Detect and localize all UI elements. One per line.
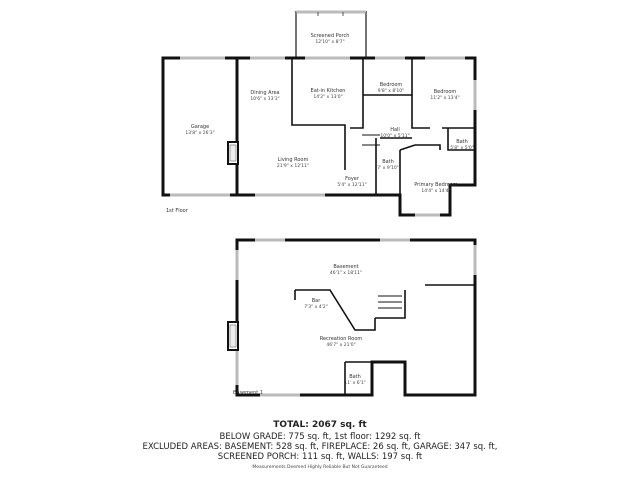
bath-2-dim: 7' x 9'10" (377, 165, 399, 171)
screened-porch-line: SCREENED PORCH: 111 sq. ft, WALLS: 197 s… (217, 452, 423, 462)
bath-3-name: Bath (349, 374, 361, 380)
main-house-walls (235, 56, 477, 217)
total-area: TOTAL: 2067 sq. ft (273, 420, 367, 430)
excluded-areas-line: EXCLUDED AREAS: BASEMENT: 528 sq. ft, FI… (142, 442, 498, 452)
bedroom-2-dim: 11'2" x 13'4" (430, 95, 459, 101)
bedroom-1-dim: 9'8" x 8'10" (378, 88, 404, 94)
living-room-name: Living Room (278, 157, 309, 163)
screened-porch-dim: 12'10" x 8'7" (315, 39, 344, 45)
bath-1-name: Bath (456, 139, 468, 145)
first-floor-label: 1st Floor (166, 208, 189, 214)
foyer-name: Foyer (345, 176, 360, 182)
bedroom-1-name: Bedroom (380, 82, 403, 88)
hall-name: Hall (390, 127, 400, 133)
below-grade-line: BELOW GRADE: 775 sq. ft, 1st floor: 1292… (219, 432, 421, 442)
basement-floor-label: Basement 1 (233, 390, 263, 396)
dining-area-name: Dining Area (250, 90, 279, 96)
hall-dim: 10'0" x 5'11" (380, 133, 409, 139)
recreation-room-name: Recreation Room (320, 336, 363, 342)
screened-porch (295, 10, 367, 58)
garage-dim: 13'8" x 26'3" (185, 130, 214, 136)
bath-1-dim: 5'8" x 5'0" (450, 145, 474, 151)
basement-dim: 46'1" x 18'11" (330, 270, 362, 276)
living-room-dim: 21'9" x 12'11" (277, 163, 309, 169)
bath-2-name: Bath (382, 159, 394, 165)
disclaimer: Measurements Deemed Highly Reliable But … (252, 465, 388, 470)
bar-name: Bar (312, 298, 321, 304)
primary-bedroom-dim: 14'4" x 14'4" (421, 188, 450, 194)
foyer-dim: 5'4" x 12'11" (337, 182, 366, 188)
garage-name: Garage (191, 124, 209, 130)
bar-dim: 7'3" x 4'2" (304, 304, 328, 310)
bedroom-2-name: Bedroom (434, 89, 457, 95)
recreation-room-dim: 46'7" x 21'0" (326, 342, 355, 348)
basement-plan: Basement 46'1" x 18'11" Bar 7'3" x 4'2" … (227, 238, 477, 397)
bath-3-dim: 11' x 6'1" (344, 380, 366, 386)
screened-porch-name: Screened Porch (311, 33, 350, 39)
eat-in-kitchen-name: Eat-in Kitchen (311, 88, 346, 94)
basement-name: Basement (333, 264, 358, 270)
dining-area-dim: 10'6" x 13'3" (250, 96, 279, 102)
first-floor-plan: Screened Porch 12'10" x 8'7" Garage 13'8… (161, 10, 477, 217)
primary-bedroom-name: Primary Bedroom (414, 182, 458, 188)
eat-in-kitchen-dim: 14'2" x 13'0" (313, 94, 342, 100)
